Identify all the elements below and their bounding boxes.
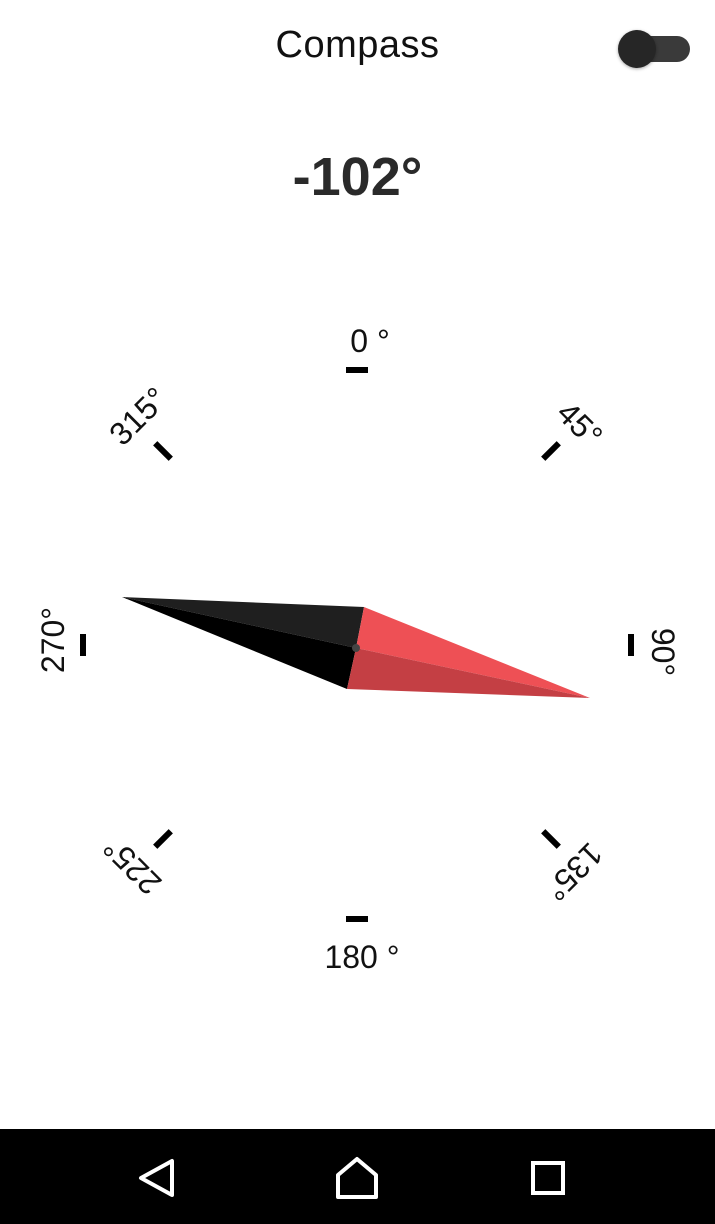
system-nav-bar: [0, 1129, 715, 1224]
back-triangle-icon[interactable]: [132, 1153, 182, 1203]
needle-north-lower: [122, 597, 356, 689]
dial-label-270: 270°: [35, 607, 71, 673]
dial-label-315: 315°: [102, 380, 174, 452]
dial-label-0: 0 °: [350, 323, 389, 359]
needle-south-upper: [356, 607, 590, 698]
tick-270: [80, 634, 86, 656]
dial-label-90: 90°: [645, 628, 681, 676]
app-bar: Compass: [0, 0, 715, 100]
home-house-icon[interactable]: [332, 1153, 382, 1203]
tick-45: [541, 441, 561, 461]
toggle-thumb: [618, 30, 656, 68]
dial-ticks: [80, 367, 634, 922]
tick-90: [628, 634, 634, 656]
mode-toggle-switch[interactable]: [618, 30, 692, 70]
tick-0: [346, 367, 368, 373]
needle-pivot: [352, 644, 360, 652]
tick-135: [541, 829, 561, 849]
needle-north-upper: [122, 597, 364, 648]
compass-dial: 0 ° 45° 90° 135° 180 ° 225° 270° 315°: [35, 323, 681, 975]
tick-180: [346, 916, 368, 922]
heading-readout: -102°: [292, 147, 423, 207]
tick-225: [153, 829, 173, 849]
compass-needle: [122, 597, 590, 698]
tick-315: [153, 441, 173, 461]
needle-south-lower: [347, 648, 590, 698]
app-title: Compass: [275, 24, 440, 66]
recents-square-icon[interactable]: [523, 1153, 573, 1203]
dial-label-180: 180 °: [324, 939, 399, 975]
dial-label-135: 135°: [538, 836, 610, 908]
